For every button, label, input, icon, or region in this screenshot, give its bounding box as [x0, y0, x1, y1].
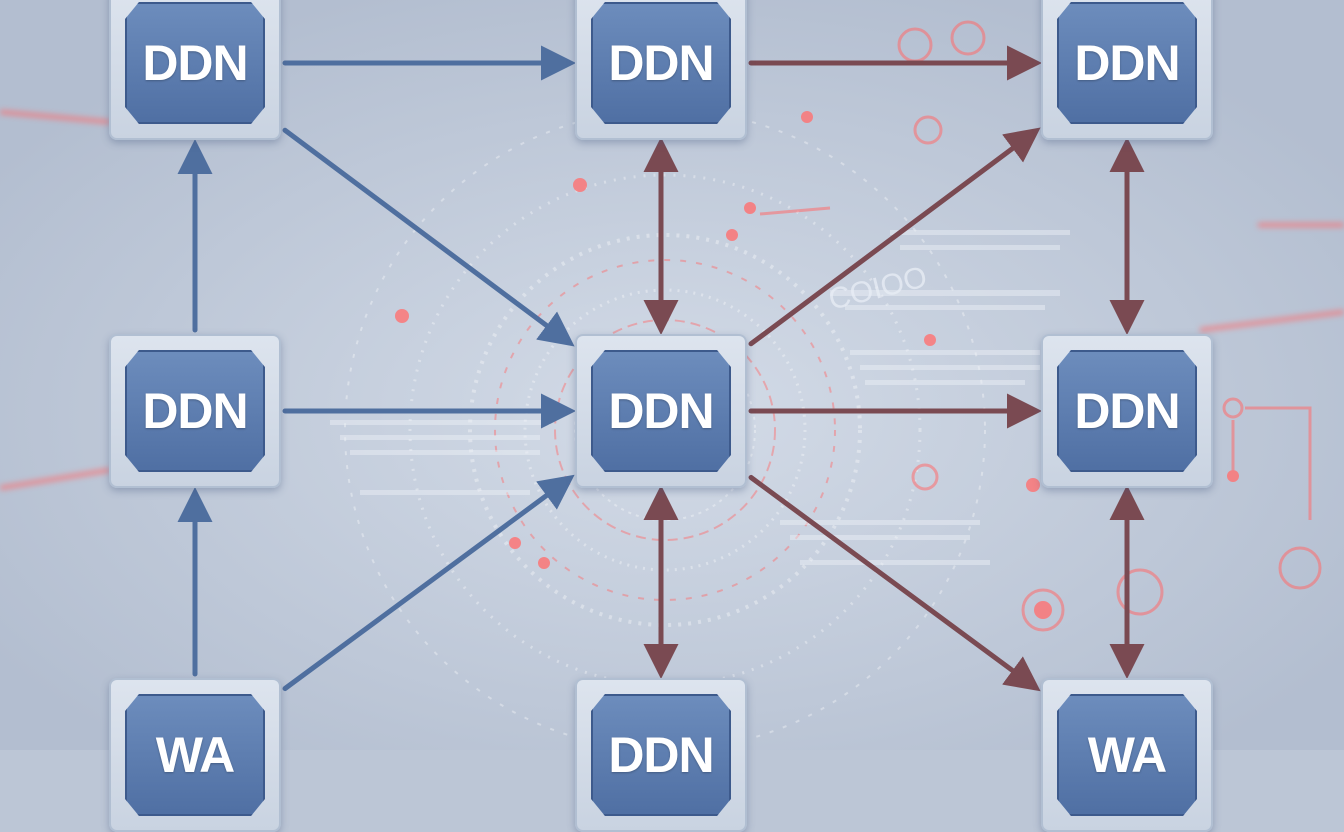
node-label: DDN [142, 383, 248, 439]
node-n01: DDN [575, 0, 747, 140]
node-face [125, 350, 265, 472]
node-label: WA [155, 727, 236, 783]
node-n21: DDN [575, 678, 747, 832]
node-face [591, 2, 731, 124]
edge-n11-n02 [748, 127, 1041, 347]
edge-layer [177, 45, 1145, 692]
edge-n00-n11 [282, 127, 575, 347]
node-face [591, 350, 731, 472]
node-face [1057, 350, 1197, 472]
node-n11: DDN [575, 334, 747, 488]
node-label: DDN [608, 35, 714, 91]
node-label: DDN [1074, 383, 1180, 439]
node-label: DDN [608, 727, 714, 783]
node-n20: WA [109, 678, 281, 832]
node-label: DDN [608, 383, 714, 439]
node-label: WA [1087, 727, 1168, 783]
node-n10: DDN [109, 334, 281, 488]
node-face [125, 2, 265, 124]
node-n22: WA [1041, 678, 1213, 832]
edge-n11-n22 [748, 474, 1041, 692]
node-n12: DDN [1041, 334, 1213, 488]
edge-n20-n11 [282, 474, 575, 692]
node-n02: DDN [1041, 0, 1213, 140]
node-label: DDN [1074, 35, 1180, 91]
node-label: DDN [142, 35, 248, 91]
node-n00: DDN [109, 0, 281, 140]
node-face [1057, 2, 1197, 124]
